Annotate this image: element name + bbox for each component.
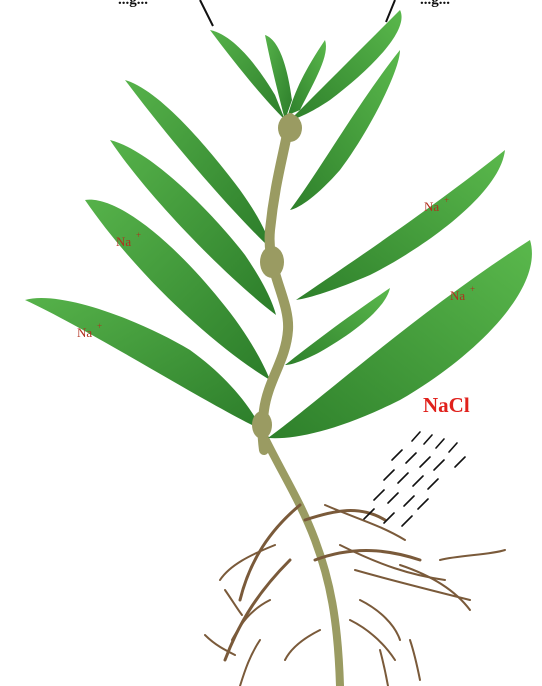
leaf-lower-right bbox=[268, 240, 532, 438]
roots bbox=[205, 432, 505, 686]
svg-text:+: + bbox=[136, 230, 141, 240]
stem-node-low bbox=[252, 411, 272, 439]
top-left-label: ...g... bbox=[118, 0, 148, 8]
stem-node-mid bbox=[260, 246, 284, 278]
svg-text:+: + bbox=[97, 321, 102, 331]
leaf-apex-4 bbox=[290, 10, 402, 120]
stem-node-top bbox=[278, 114, 302, 142]
salt-label: NaCl bbox=[423, 393, 470, 417]
svg-text:Na: Na bbox=[116, 234, 131, 249]
svg-text:Na: Na bbox=[450, 288, 465, 303]
salt-dashes bbox=[364, 432, 465, 526]
stem bbox=[263, 118, 291, 450]
top-right-label: ...g... bbox=[420, 0, 450, 8]
top-left-pointer-line bbox=[200, 0, 213, 26]
svg-text:Na: Na bbox=[424, 199, 439, 214]
svg-text:+: + bbox=[470, 284, 475, 294]
svg-text:Na: Na bbox=[77, 325, 92, 340]
svg-text:+: + bbox=[444, 195, 449, 205]
